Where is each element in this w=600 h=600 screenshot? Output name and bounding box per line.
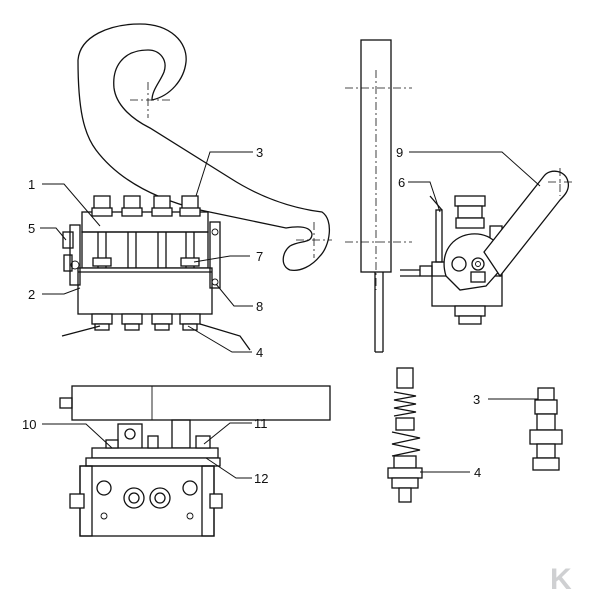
frame-lower-plate	[77, 267, 213, 315]
lower-housing	[79, 465, 215, 537]
leader-lines	[40, 151, 541, 479]
top-beam	[71, 385, 331, 421]
hook-lever	[77, 23, 330, 272]
front-view-assembly	[61, 23, 332, 351]
operating-lever	[483, 170, 570, 278]
callout-1: 1	[28, 177, 35, 192]
bolt-5-head	[62, 231, 74, 249]
side-plate-right	[209, 221, 221, 289]
callout-7: 7	[256, 249, 263, 264]
callout-3-front: 3	[256, 145, 263, 160]
valve-stack-2	[121, 195, 143, 331]
callout-11: 11	[254, 416, 268, 431]
detail-part-4	[387, 367, 423, 503]
callout-3-detail: 3	[473, 392, 480, 407]
brand-logo-letter: K	[550, 563, 572, 593]
callout-4-detail: 4	[474, 465, 481, 480]
brand-logo-icon: K	[550, 563, 572, 593]
bottom-view-assembly	[59, 385, 331, 537]
callout-9: 9	[396, 145, 403, 160]
detail-part-3	[529, 387, 563, 471]
callout-5: 5	[28, 221, 35, 236]
callout-labels: 1 2 3 4 5 6 7 8 9 10 11 12 4 3	[22, 145, 481, 486]
side-view-assembly	[345, 39, 574, 353]
side-bracket	[435, 209, 443, 263]
callout-4-front: 4	[256, 345, 263, 360]
valve-stack-3	[151, 195, 173, 331]
callout-2: 2	[28, 287, 35, 302]
callout-10: 10	[22, 417, 36, 432]
vertical-post	[360, 39, 392, 273]
callout-8: 8	[256, 299, 263, 314]
callout-12: 12	[254, 471, 268, 486]
callout-6: 6	[398, 175, 405, 190]
